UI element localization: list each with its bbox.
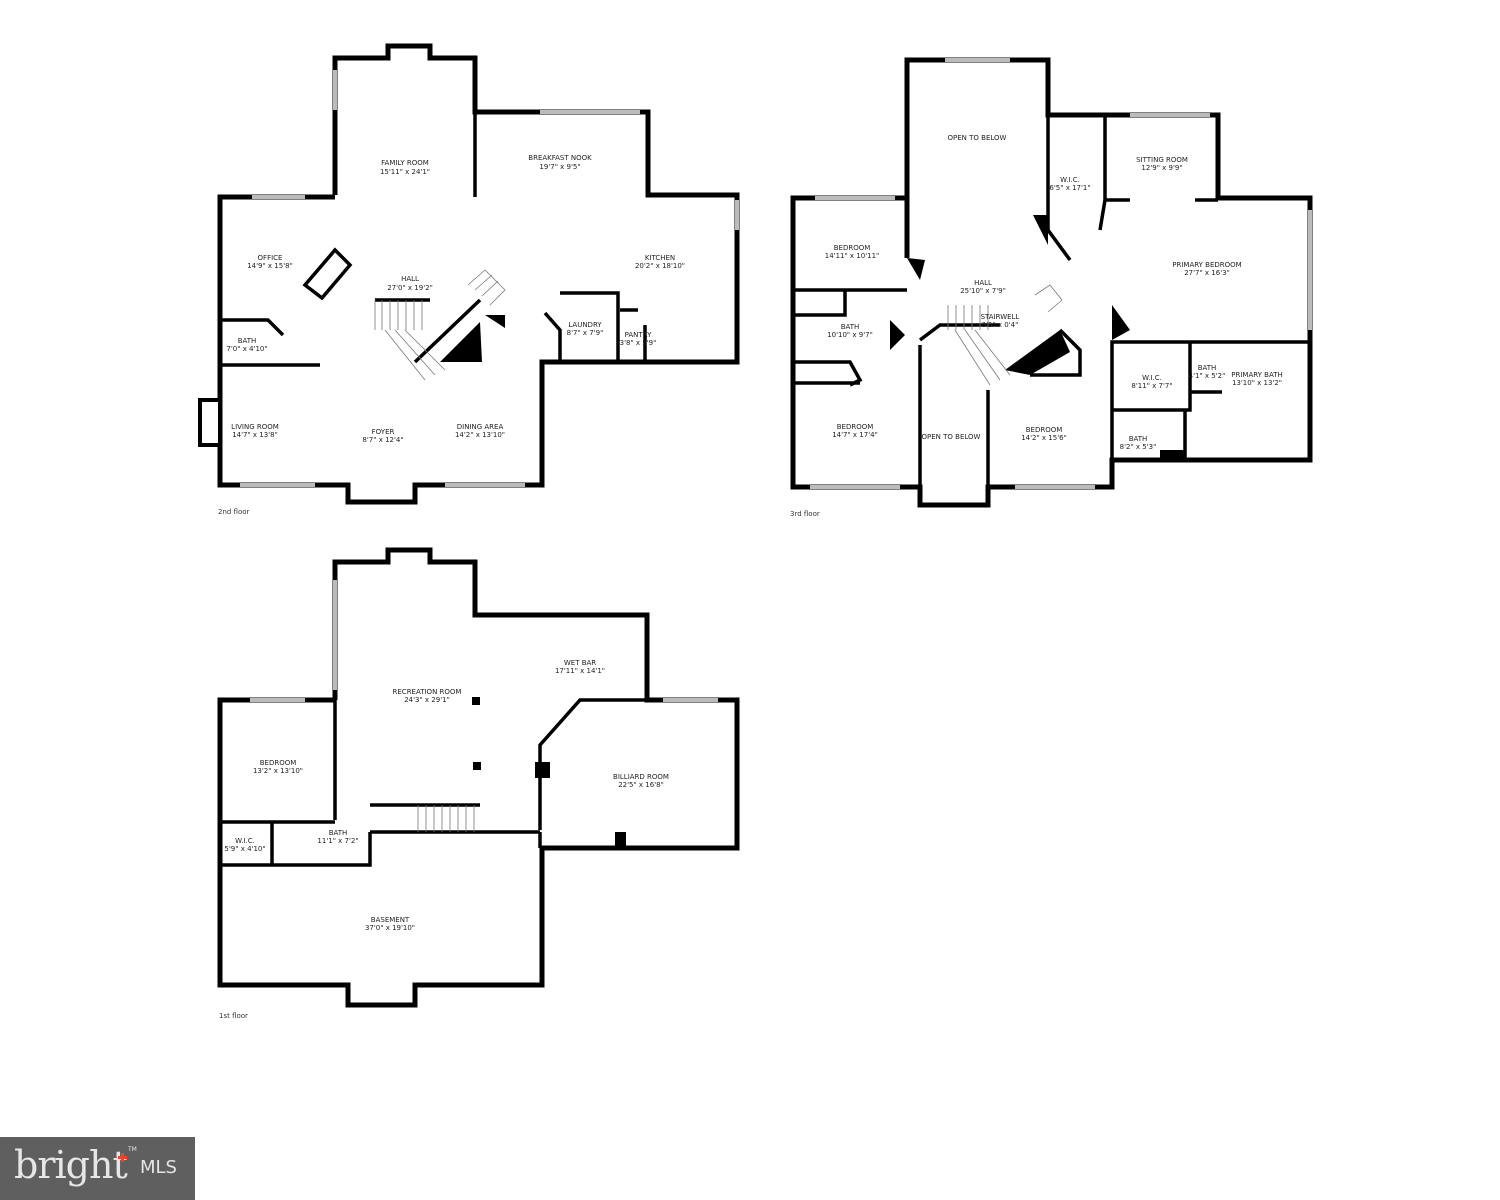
room-name: STAIRWELL (981, 313, 1020, 321)
room-dims: 10'10" x 9'7" (827, 331, 873, 339)
room-name: BATH (329, 829, 348, 837)
room-name: FOYER (372, 428, 395, 436)
room-name: WET BAR (564, 659, 596, 667)
room-name: 19'7" x 9'5" (539, 163, 580, 171)
room-dims: 3'8" x 5'9" (620, 339, 657, 347)
room-dims: 27'7" x 16'3" (1184, 269, 1230, 277)
room-name: OFFICE (258, 254, 283, 262)
floor-label: 1st floor (219, 1012, 248, 1020)
logo-text: bright (14, 1143, 128, 1187)
room-dims: 14'11" x 10'11" (825, 252, 880, 260)
room-name: OPEN TO BELOW (922, 433, 981, 441)
room-name: PRIMARY BATH (1231, 371, 1282, 379)
room-dims: 5'9" x 4'10" (224, 845, 265, 853)
room-dims: 13'10" x 13'2" (1232, 379, 1282, 387)
room-name: BEDROOM (837, 423, 874, 431)
room-dims: 8'11" x 7'7" (1131, 382, 1172, 390)
third-floor-plan (790, 57, 1313, 508)
room-name: BATH (1198, 364, 1217, 372)
room-name: LAUNDRY (568, 321, 602, 329)
room-name: PRIMARY BEDROOM (1172, 261, 1241, 269)
room-name: BATH (1129, 435, 1148, 443)
room-dims: 8'7" x 12'4" (362, 436, 403, 444)
room-dims: 15'11" x 24'1" (380, 168, 430, 176)
room-dims: 24'3" x 29'1" (404, 696, 450, 704)
room-dims: 14'9" x 15'8" (247, 262, 293, 270)
room-name: KITCHEN (645, 254, 675, 262)
room-dims: 7'0" x 4'10" (226, 345, 267, 353)
room-name: W.I.C. (1142, 374, 1162, 382)
room-dims: 14'2" x 13'10" (455, 431, 505, 439)
second-floor-plan (198, 43, 740, 505)
room-name: W.I.C. (235, 837, 255, 845)
plus-icon (118, 1153, 127, 1162)
first-floor-plan (217, 547, 740, 1008)
room-dims: 20'2" x 18'10" (635, 262, 685, 270)
room-dims: 25'10" x 7'9" (960, 287, 1006, 295)
bright-mls-logo: bright TM MLS (0, 1137, 195, 1200)
room-name: FAMILY ROOM (381, 159, 429, 167)
room-dims: 37'0" x 19'10" (365, 924, 415, 932)
room-name: W.I.C. (1060, 176, 1080, 184)
room-dims: 6'5" x 17'1" (1049, 184, 1090, 192)
room-dims: 8'2" x 5'3" (1120, 443, 1157, 451)
room-name: BATH (841, 323, 860, 331)
room-dims: 11'1" x 7'2" (317, 837, 358, 845)
room-dims: 4'1" x 5'2" (1189, 372, 1226, 380)
room-name: DINING AREA (457, 423, 504, 431)
room-dims: 27'0" x 19'2" (387, 284, 433, 292)
room-name: OPEN TO BELOW (948, 134, 1007, 142)
room-name: SITTING ROOM (1136, 156, 1188, 164)
room-name: PANTRY (625, 331, 652, 339)
floor-label: 2nd floor (218, 508, 250, 516)
room-dims: 0'5" x 0'4" (982, 321, 1019, 329)
room-dims: 14'7" x 17'4" (832, 431, 878, 439)
room-name: HALL (401, 275, 419, 283)
room-name: LIVING ROOM (231, 423, 279, 431)
room-dims: 13'2" x 13'10" (253, 767, 303, 775)
room-name: HALL (974, 279, 992, 287)
room-name: BATH (238, 337, 257, 345)
logo-suffix: MLS (140, 1157, 177, 1178)
room-name: BEDROOM (260, 759, 297, 767)
room-name: RECREATION ROOM (393, 688, 462, 696)
room-dims: 14'7" x 13'8" (232, 431, 278, 439)
room-dims: 22'5" x 16'8" (618, 781, 664, 789)
room-dims: 14'2" x 15'6" (1021, 434, 1067, 442)
room-name: BREAKFAST NOOK (528, 154, 592, 162)
room-dims: 8'7" x 7'9" (567, 329, 604, 337)
room-name: BEDROOM (1026, 426, 1063, 434)
room-name: BILLIARD ROOM (613, 773, 669, 781)
room-dims: 17'11" x 14'1" (555, 667, 605, 675)
room-dims: 12'9" x 9'9" (1141, 164, 1182, 172)
floor-label: 3rd floor (790, 510, 820, 518)
room-name: BEDROOM (834, 244, 871, 252)
room-name: BASEMENT (371, 916, 410, 924)
trademark: TM (128, 1146, 137, 1153)
